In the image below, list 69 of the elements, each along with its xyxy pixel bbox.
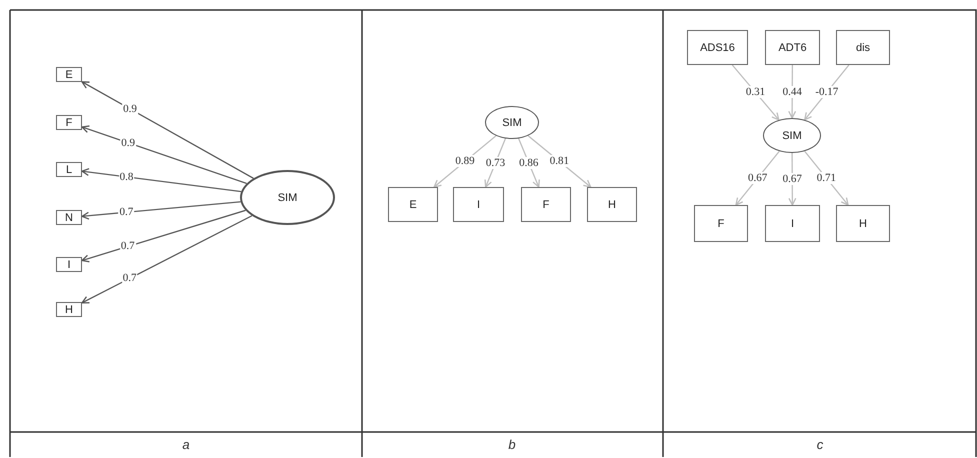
node-label: dis bbox=[856, 42, 870, 54]
variable-box bbox=[56, 257, 82, 272]
arrow bbox=[735, 150, 780, 206]
arrow bbox=[518, 138, 540, 188]
variable-box bbox=[687, 30, 748, 65]
edge-label: 0.89 bbox=[454, 155, 476, 168]
edge-label: 0.9 bbox=[122, 102, 138, 115]
variable-box bbox=[453, 187, 504, 222]
arrow bbox=[81, 81, 254, 179]
variable-box bbox=[388, 187, 438, 222]
node-label: I bbox=[790, 218, 794, 230]
edge-label: 0.7 bbox=[118, 206, 134, 218]
variable-box bbox=[694, 205, 748, 242]
node-label: N bbox=[65, 212, 73, 224]
edge-label: 0.86 bbox=[518, 156, 540, 169]
arrow bbox=[484, 138, 506, 188]
node-label: L bbox=[66, 164, 72, 176]
latent-variable-ellipse bbox=[485, 106, 539, 139]
node-label: SIM bbox=[782, 130, 802, 142]
edge-label: 0.71 bbox=[816, 172, 837, 184]
arrow bbox=[528, 135, 592, 188]
variable-box bbox=[521, 187, 571, 222]
panel-label: a bbox=[182, 437, 190, 452]
arrow bbox=[732, 64, 780, 121]
variable-box bbox=[765, 205, 820, 242]
edge-label: 0.67 bbox=[782, 172, 803, 185]
arrow bbox=[788, 65, 796, 119]
node-label: H bbox=[608, 198, 616, 210]
edge-label: 0.81 bbox=[548, 155, 570, 168]
node-label: SIM bbox=[502, 116, 522, 128]
arrow bbox=[81, 201, 241, 220]
node-label: ADT6 bbox=[778, 42, 807, 54]
variable-box bbox=[56, 67, 82, 82]
variable-box bbox=[56, 162, 82, 177]
arrow bbox=[81, 210, 246, 262]
node-label: SIM bbox=[278, 192, 298, 204]
node-label: F bbox=[718, 218, 724, 230]
arrow bbox=[81, 215, 252, 304]
edge-label: 0.73 bbox=[484, 156, 506, 169]
edge-label: 0.67 bbox=[746, 172, 768, 184]
node-label: I bbox=[67, 258, 71, 270]
variable-box bbox=[836, 205, 890, 242]
panel-label: b bbox=[508, 437, 516, 452]
node-label: H bbox=[859, 218, 867, 230]
variable-box bbox=[765, 30, 820, 65]
variable-box bbox=[836, 30, 890, 65]
edge-label: 0.7 bbox=[122, 272, 138, 284]
edge-label: 0.9 bbox=[120, 136, 136, 149]
edge-label: 0.8 bbox=[118, 170, 134, 183]
variable-box bbox=[56, 210, 82, 225]
latent-variable-ellipse bbox=[240, 170, 335, 225]
edge-label: -0.17 bbox=[814, 86, 840, 98]
arrow bbox=[81, 125, 247, 184]
arrow bbox=[804, 150, 849, 206]
node-label: ADS16 bbox=[700, 42, 735, 54]
edge-label: 0.44 bbox=[782, 86, 803, 98]
node-label: F bbox=[542, 198, 550, 210]
node-label: E bbox=[409, 198, 417, 210]
panel-label: c bbox=[816, 437, 824, 452]
edge-label: 0.7 bbox=[120, 240, 136, 252]
variable-box bbox=[56, 115, 82, 130]
variable-box bbox=[56, 302, 82, 317]
variable-box bbox=[587, 187, 637, 222]
edge-label: 0.31 bbox=[744, 86, 766, 98]
node-label: F bbox=[66, 116, 72, 128]
node-label: E bbox=[65, 68, 73, 80]
node-label: I bbox=[476, 198, 480, 210]
arrow bbox=[81, 168, 242, 192]
node-label: H bbox=[65, 304, 73, 316]
